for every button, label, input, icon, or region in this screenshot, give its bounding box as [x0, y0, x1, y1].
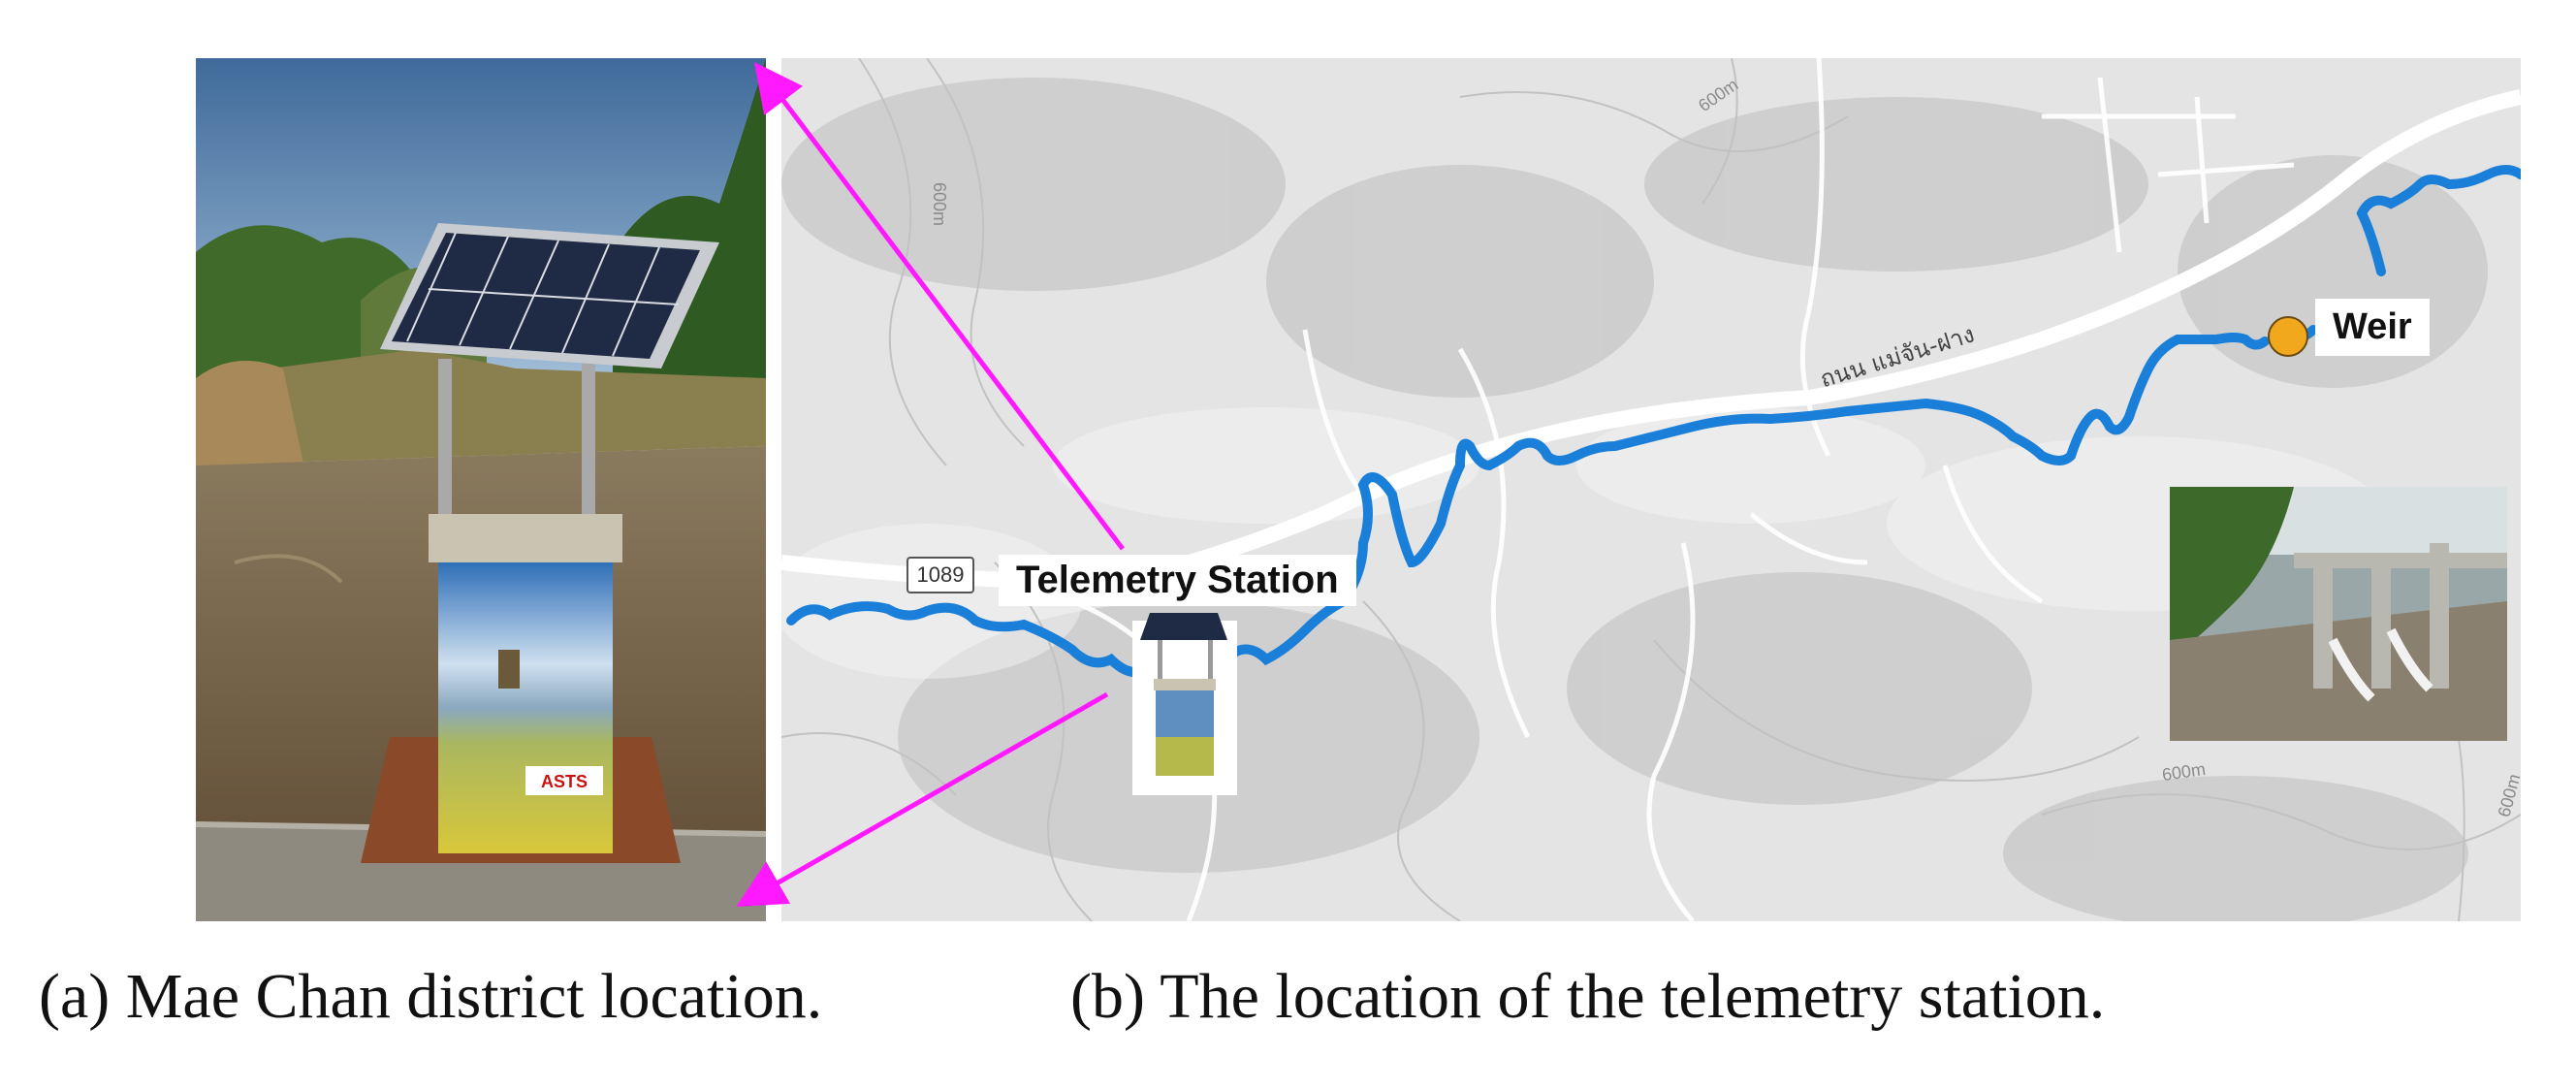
weir-marker [2268, 316, 2308, 357]
station-thumbnail [1132, 613, 1237, 795]
station-brand-logo: ASTS [541, 772, 588, 791]
route-shield-1089: 1089 [906, 557, 974, 593]
location-map [781, 58, 2521, 921]
weir-photo [2170, 487, 2507, 741]
caption-panel-b: (b) The location of the telemetry statio… [1070, 961, 2106, 1032]
weir-label: Weir [2315, 299, 2430, 356]
map-canvas [781, 58, 2521, 921]
contour-label: 600m [930, 181, 950, 227]
telemetry-station-label: Telemetry Station [999, 555, 1356, 606]
caption-panel-a: (a) Mae Chan district location. [39, 961, 823, 1032]
station-photo-illustration: ASTS [196, 58, 766, 921]
station-photo: ASTS [196, 58, 766, 921]
river [786, 333, 2270, 678]
